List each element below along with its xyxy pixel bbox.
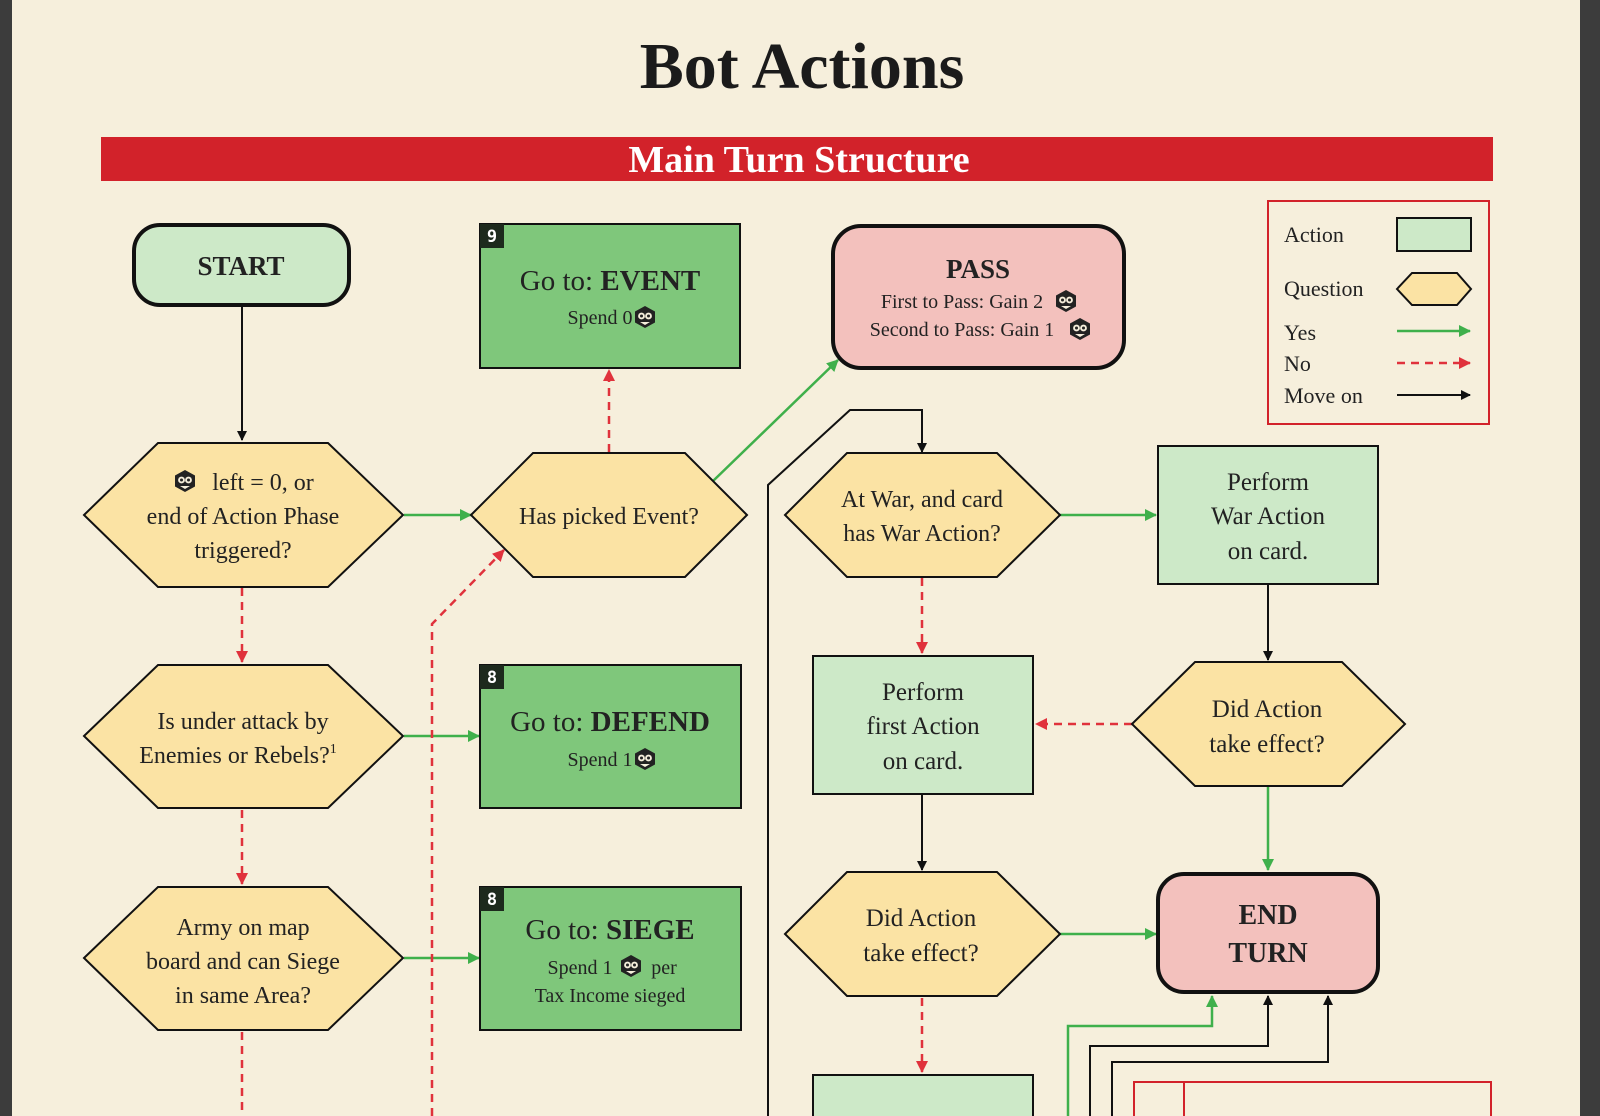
svg-text:START: START [197,251,284,281]
section-banner [101,137,1493,181]
svg-text:board and can Siege: board and can Siege [146,949,340,975]
svg-text:Go to: SIEGE: Go to: SIEGE [525,914,694,946]
perform-war-action-node[interactable]: Perform War Action on card. [1157,445,1379,585]
svg-text:PASS: PASS [946,254,1010,284]
footnote-box-partial [1133,1081,1492,1116]
svg-text:First to Pass: Gain 2: First to Pass: Gain 2 [881,291,1043,313]
svg-text:9: 9 [487,227,497,247]
start-node[interactable]: START [132,223,351,307]
svg-text:TURN: TURN [1228,938,1307,969]
legend-move-on-label: Move on [1284,383,1363,408]
svg-text:first Action: first Action [866,713,980,740]
svg-text:END: END [1238,900,1297,931]
svg-text:Is under attack by: Is under attack by [157,709,328,735]
svg-text:Tax Income sieged: Tax Income sieged [535,985,686,1007]
svg-text:on card.: on card. [1228,538,1309,565]
arrow-loop-back-to-q-event [430,549,505,1116]
svg-text:Perform: Perform [882,679,964,706]
svg-text:take effect?: take effect? [863,940,978,967]
svg-text:end of Action Phase: end of Action Phase [147,504,340,530]
legend-action-label: Action [1284,222,1344,247]
question-can-siege[interactable]: Army on map board and can Siege in same … [82,886,405,1031]
flowchart-canvas: Bot Actions Main Turn Structure START [82,30,1493,1116]
end-turn-node[interactable]: END TURN [1156,872,1380,994]
svg-text:Second to Pass: Gain 1: Second to Pass: Gain 1 [870,319,1054,341]
question-actions-left[interactable]: left = 0, or end of Action Phase trigger… [82,442,405,588]
next-action-node-partial [812,1074,1034,1116]
perform-first-action-node[interactable]: Perform first Action on card. [812,655,1034,795]
arrow-q-event-yes [711,359,839,483]
legend-question-label: Question [1284,276,1363,301]
legend-no-label: No [1284,351,1311,376]
rulebook-page[interactable]: Bot Actions Main Turn Structure START [12,0,1580,1116]
question-at-war[interactable]: At War, and card has War Action? [783,452,1062,578]
svg-text:in same Area?: in same Area? [175,983,311,1009]
svg-text:has War Action?: has War Action? [843,521,1001,547]
legend-yes-label: Yes [1284,320,1316,345]
svg-text:left = 0, or: left = 0, or [212,470,314,496]
question-action-took-effect-mid[interactable]: Did Action take effect? [783,871,1062,997]
svg-text:on card.: on card. [883,748,964,775]
arrow-into-end-turn-green [1066,995,1218,1116]
svg-text:Go to: DEFEND: Go to: DEFEND [510,706,710,738]
svg-text:8: 8 [487,890,497,910]
svg-text:8: 8 [487,668,497,688]
section-banner-title: Main Turn Structure [628,139,969,181]
legend-action-swatch [1396,217,1472,252]
svg-text:Did Action: Did Action [1212,696,1323,723]
pass-node[interactable]: PASS First to Pass: Gain 2 Second to Pas… [831,224,1126,370]
goto-siege-node[interactable]: 8 Go to: SIEGE Spend 1 per Tax Income si… [479,886,742,1031]
svg-text:per: per [651,957,677,979]
svg-text:At War, and card: At War, and card [841,487,1003,513]
question-picked-event[interactable]: Has picked Event? [469,452,749,578]
svg-text:Enemies or Rebels?1: Enemies or Rebels?1 [139,742,337,769]
arrow-into-end-turn-black-2 [1111,995,1333,1116]
goto-defend-node[interactable]: 8 Go to: DEFEND Spend 1 [479,664,742,809]
svg-text:Spend 0: Spend 0 [568,307,633,329]
goto-event-node[interactable]: 9 Go to: EVENT Spend 0 [479,223,741,369]
legend: Action Question Yes No Move on [1267,200,1490,425]
question-under-attack[interactable]: Is under attack by Enemies or Rebels?1 [82,664,405,809]
svg-text:take effect?: take effect? [1209,731,1324,758]
svg-text:Spend 1: Spend 1 [548,957,613,979]
page-ref-badge [480,665,504,689]
svg-text:War Action: War Action [1211,503,1325,530]
page-ref-badge [480,887,504,911]
svg-text:Army on map: Army on map [176,915,309,941]
svg-text:triggered?: triggered? [194,538,291,564]
arrow-into-end-turn-black-1 [1089,995,1273,1116]
svg-text:Go to: EVENT: Go to: EVENT [520,265,700,297]
arrow-into-q-war [767,409,927,1116]
question-action-took-effect-right[interactable]: Did Action take effect? [1130,661,1407,787]
page-ref-badge [480,224,504,248]
svg-text:Perform: Perform [1227,469,1309,496]
legend-question-swatch [1395,272,1473,306]
svg-text:Spend 1: Spend 1 [568,749,633,771]
svg-text:Has picked Event?: Has picked Event? [519,504,699,530]
svg-text:Did Action: Did Action [866,905,977,932]
page-title: Bot Actions [640,30,965,103]
